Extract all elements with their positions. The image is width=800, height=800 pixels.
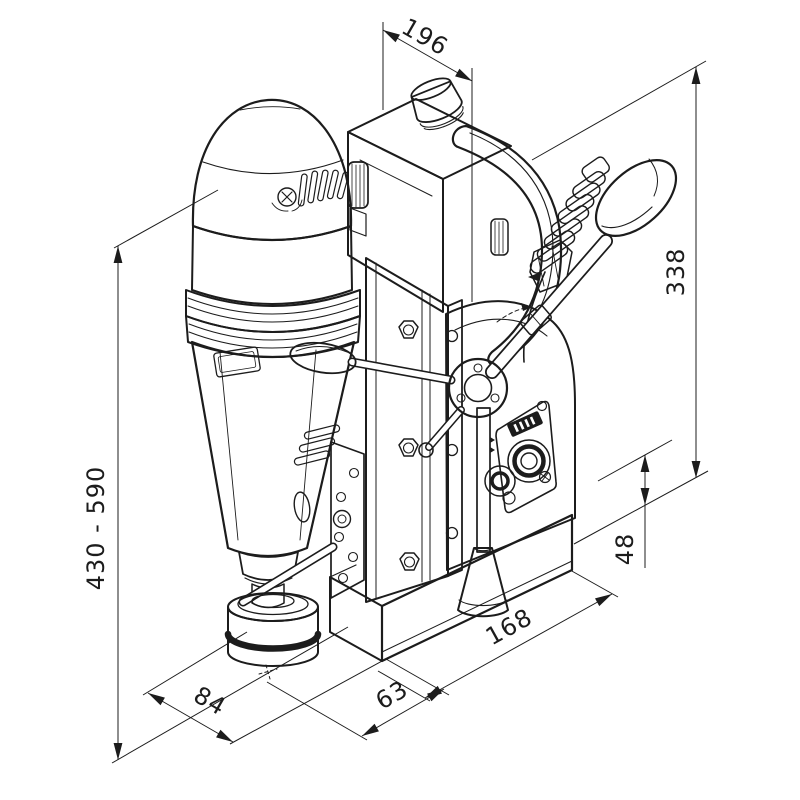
dim-side-offset-label: 63 — [371, 675, 413, 716]
column — [365, 257, 463, 603]
control-panel — [484, 400, 557, 514]
dome-screw — [277, 187, 297, 207]
dimension-63: 63 — [266, 658, 450, 741]
lever-hub — [447, 357, 509, 419]
vent-slots — [297, 169, 350, 207]
dimension-196: 196 — [382, 13, 473, 302]
power-cable-coil — [522, 156, 610, 363]
magnet-base — [329, 513, 574, 663]
stabilizer-foot — [457, 547, 509, 618]
support-rod — [476, 407, 495, 553]
annular-cutter — [224, 592, 322, 680]
feed-lever — [418, 158, 678, 458]
main-switch-button — [507, 439, 551, 483]
dimension-48: 48 — [597, 439, 673, 568]
rotation-arrows — [496, 272, 541, 323]
ratchet-knob — [490, 218, 509, 256]
gear-body — [445, 300, 576, 571]
magnet-switch-button — [484, 465, 516, 497]
left-grip — [289, 341, 456, 385]
dim-magnet-height-label: 48 — [611, 533, 639, 566]
clamp-rings — [185, 289, 361, 358]
dim-working-height-label: 430 - 590 — [82, 466, 110, 591]
dimension-338: 338 — [531, 60, 709, 545]
lever-grip — [594, 159, 678, 237]
brand-label — [507, 411, 543, 437]
dim-height-label: 338 — [662, 248, 690, 297]
gear-housing — [347, 77, 512, 313]
column-bolts — [398, 320, 420, 571]
dimension-lines: 196 338 430 - 590 48 168 — [82, 13, 709, 764]
motor — [185, 98, 361, 609]
drill-machine — [185, 77, 678, 680]
filler-cap — [410, 77, 464, 131]
motor-dome — [191, 98, 353, 242]
grip-slats — [293, 424, 341, 466]
